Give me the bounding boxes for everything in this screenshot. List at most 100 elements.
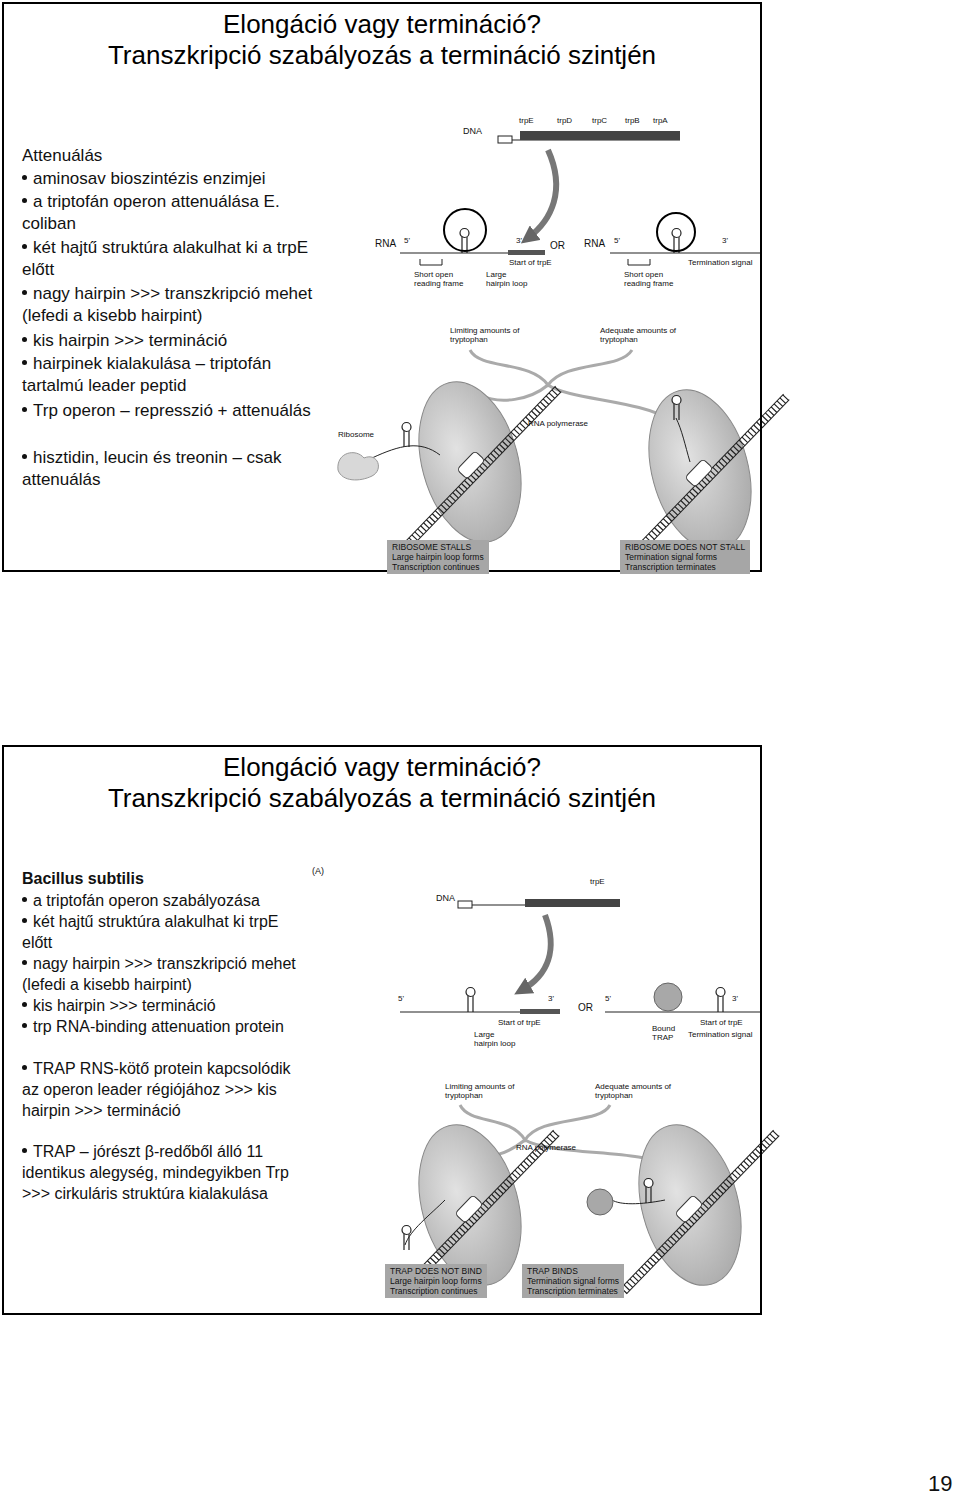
slide-title: Elongáció vagy termináció? [4,9,760,40]
bullet-item: TRAP – jórészt β-redőből álló 11 identik… [22,1141,302,1204]
trp-figure-bsubtilis [400,899,779,1297]
figure-label: trpE [590,877,605,886]
figure-label: Start of trpE [498,1018,541,1027]
bullet-dot [22,337,27,342]
text: Bound TRAP [652,1024,675,1042]
text: Adequate amounts of tryptophan [600,326,676,344]
text: Start of trpE [700,1018,743,1027]
result-box: TRAP BINDSTermination signal formsTransc… [522,1264,624,1298]
bullet-dot [22,407,27,412]
figure-label: DNA [463,126,482,136]
bullet-dot [22,244,27,249]
text: 5' [398,994,404,1003]
bullet-dot [22,897,27,902]
figure-label: trpB [625,116,640,125]
bullet-item: hisztidin, leucin és treonin – csak atte… [22,447,322,491]
result-text: Transcription terminates [527,1286,619,1296]
figure-label: Limiting amounts of tryptophan [445,1082,537,1100]
text: Termination signal [688,258,752,267]
bullet-dot [22,360,27,365]
text: két hajtű struktúra alakulhat ki a trpE … [22,238,308,279]
figure-label: RNA [375,238,396,250]
figure-label: Short open reading frame [414,270,474,288]
text: Trp operon – represszió + attenuálás [33,401,311,420]
figure-label: OR [578,1002,593,1014]
text: 5' [404,236,410,245]
result-text: Termination signal forms [625,552,745,562]
result-text: Large hairpin loop forms [392,552,484,562]
figure-label: Start of trpE [700,1018,743,1027]
bullet-item: trp RNA-binding attenuation protein [22,1016,302,1037]
result-box: RIBOSOME DOES NOT STALLTermination signa… [620,540,750,574]
bullet-item: hairpinek kialakulása – triptofán tartal… [22,353,322,397]
bullet-dot [22,290,27,295]
bullet-item: aminosav bioszintézis enzimjei [22,168,322,190]
figure-label: 3' [722,236,728,245]
text: TRAP – jórészt β-redőből álló 11 identik… [22,1143,289,1202]
text: Adequate amounts of tryptophan [595,1082,671,1100]
text: 19 [928,1471,952,1496]
text: a triptofán operon szabályozása [33,892,260,909]
bullet-item: kis hairpin >>> termináció [22,995,302,1016]
figure-label: trpA [653,116,668,125]
text: trpD [557,116,572,125]
bullet-item: két hajtű struktúra alakulhat ki trpE el… [22,911,302,953]
result-text: Transcription continues [390,1286,482,1296]
text: két hajtű struktúra alakulhat ki trpE el… [22,913,278,951]
figure-label: 5' [398,994,404,1003]
figure-label: Short open reading frame [624,270,684,288]
text: Short open reading frame [414,270,463,288]
result-heading: TRAP DOES NOT BIND [390,1266,482,1276]
slide-title: Transzkripció szabályozás a termináció s… [4,40,760,71]
bullet-dot [22,918,27,923]
bullet-dot [22,175,27,180]
text: 5' [605,994,611,1003]
text: 3' [516,236,522,245]
text: hisztidin, leucin és treonin – csak atte… [22,448,282,489]
text: Start of trpE [498,1018,541,1027]
figure-label: 5' [605,994,611,1003]
figure-label: Ribosome [338,430,374,439]
text: Large hairpin loop [486,270,527,288]
text: trpE [519,116,534,125]
figure-label: RNA [584,238,605,250]
text: DNA [463,126,482,136]
figure-label: Termination signal [688,258,752,267]
figure-label: 5' [614,236,620,245]
figure-label: (A) [312,866,324,876]
text: (A) [312,866,324,876]
bullet-item: TRAP RNS-kötő protein kapcsolódik az ope… [22,1058,302,1121]
bullet-dot [22,454,27,459]
figure-label: Limiting amounts of tryptophan [450,326,542,344]
figure-label: Adequate amounts of tryptophan [595,1082,687,1100]
text: trpE [590,877,605,886]
result-heading: RIBOSOME STALLS [392,542,484,552]
text: Termination signal [688,1030,752,1039]
text: Short open reading frame [624,270,673,288]
figure-label: Bound TRAP [652,1024,684,1042]
figure-label: 3' [516,236,522,245]
text: trpC [592,116,607,125]
text: Bacillus subtilis [22,870,144,887]
text: nagy hairpin >>> transzkripció mehet (le… [22,284,312,325]
result-box: RIBOSOME STALLSLarge hairpin loop formsT… [387,540,489,574]
result-text: Transcription terminates [625,562,745,572]
bullet-item: kis hairpin >>> termináció [22,330,322,352]
text: Limiting amounts of tryptophan [450,326,519,344]
bullet-item: Trp operon – represszió + attenuálás [22,400,322,422]
result-box: TRAP DOES NOT BINDLarge hairpin loop for… [385,1264,487,1298]
figure-label: trpC [592,116,607,125]
text: hairpinek kialakulása – triptofán tartal… [22,354,271,395]
figure-label: Termination signal [688,1030,752,1039]
text: a triptofán operon attenuálása E. coliba… [22,192,280,233]
bullet-dot [22,1065,27,1070]
bullet-item: nagy hairpin >>> transzkripció mehet (le… [22,953,302,995]
bullet-item: nagy hairpin >>> transzkripció mehet (le… [22,283,322,327]
figure-label: 3' [548,994,554,1003]
text: OR [578,1002,593,1013]
text: kis hairpin >>> termináció [33,997,216,1014]
bullet-dot [22,1148,27,1153]
bullet-dot [22,198,27,203]
text: 3' [548,994,554,1003]
figure-label: RNA polymerase [516,1143,576,1152]
